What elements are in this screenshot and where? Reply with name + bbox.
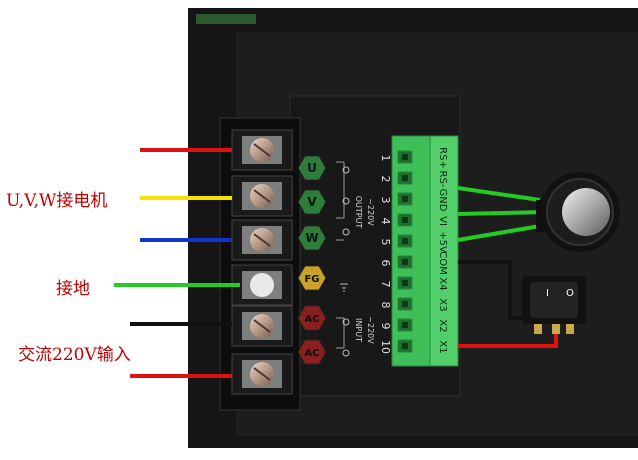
pin-number: 9 — [379, 323, 392, 330]
signal-pin-label: X1 — [437, 340, 448, 353]
pin-number: 5 — [379, 239, 392, 246]
signal-pin-label: +5V — [437, 231, 448, 253]
pin-number: 4 — [379, 218, 392, 225]
terminal-badge-label: AC — [304, 348, 319, 359]
svg-text:I: I — [546, 288, 549, 299]
output-voltage-label: ~220V — [366, 198, 375, 226]
svg-text:O: O — [566, 288, 574, 299]
connector-hole — [402, 196, 408, 202]
input-voltage-label: ~220V — [366, 316, 375, 344]
pin-number: 6 — [379, 260, 392, 267]
terminal-badge-label: V — [307, 195, 317, 209]
terminal-badge — [297, 189, 327, 215]
ground-annotation: 接地 — [56, 279, 90, 299]
input-label: INPUT — [354, 318, 363, 342]
connector-hole — [402, 280, 408, 286]
green-wire-gnd-pot — [457, 186, 541, 202]
connector-hole — [402, 175, 408, 181]
signal-pin-label: COM — [437, 251, 448, 274]
terminal-badges: U V W FG AC AC — [297, 155, 327, 365]
uvw-motor-annotation: U,V,W接电机 — [6, 191, 108, 211]
terminal-badge — [297, 155, 327, 181]
ac-input-annotation: 交流220V输入 — [18, 345, 131, 365]
pin-numbers: 1 2 3 4 5 6 7 8 9 10 — [379, 155, 392, 355]
connector-hole — [402, 238, 408, 244]
signal-pin-label: RS- — [437, 171, 448, 188]
terminal-badge-label: AC — [304, 314, 319, 325]
signal-pin-label: GND — [437, 189, 448, 212]
pin-number: 2 — [379, 176, 392, 183]
terminal-badge-label: U — [307, 161, 317, 175]
terminal-badge-label: W — [305, 231, 318, 245]
connector-hole — [402, 301, 408, 307]
signal-pin-label: X2 — [437, 319, 448, 332]
connector-slots — [397, 150, 413, 353]
terminal-badge — [297, 305, 327, 331]
pin-number: 10 — [379, 340, 392, 354]
terminal-badge-label: FG — [304, 274, 319, 285]
terminal-printing: OUTPUT ~220V INPUT ~220V — [336, 161, 375, 357]
terminal-badge — [297, 339, 327, 365]
signal-pin-label: X3 — [437, 298, 448, 311]
potentiometer-knob — [536, 172, 620, 252]
connector-hole — [402, 259, 408, 265]
signal-pin-label: X4 — [437, 277, 448, 290]
pin-number: 3 — [379, 197, 392, 204]
pin-number: 1 — [379, 155, 392, 162]
signal-pin-label: VI — [437, 216, 448, 226]
connector-hole — [402, 154, 408, 160]
green-wire-vi-pot — [457, 210, 549, 216]
connector-hole — [402, 343, 408, 349]
green-wire-5v-pot — [457, 224, 541, 242]
rocker-switch: I O — [522, 276, 586, 334]
terminal-screws — [231, 129, 293, 395]
screw-head — [250, 273, 274, 297]
output-label: OUTPUT — [354, 196, 363, 229]
connector-hole — [402, 322, 408, 328]
signal-pin-label: RS+ — [437, 147, 448, 169]
wires — [114, 148, 558, 378]
terminal-badge — [297, 265, 327, 291]
terminal-badge — [297, 225, 327, 251]
black-wire-com-switch — [458, 260, 530, 320]
pin-number: 8 — [379, 302, 392, 309]
red-wire-x1-switch — [458, 330, 558, 348]
connector-hole — [402, 217, 408, 223]
pin-number: 7 — [379, 281, 392, 288]
